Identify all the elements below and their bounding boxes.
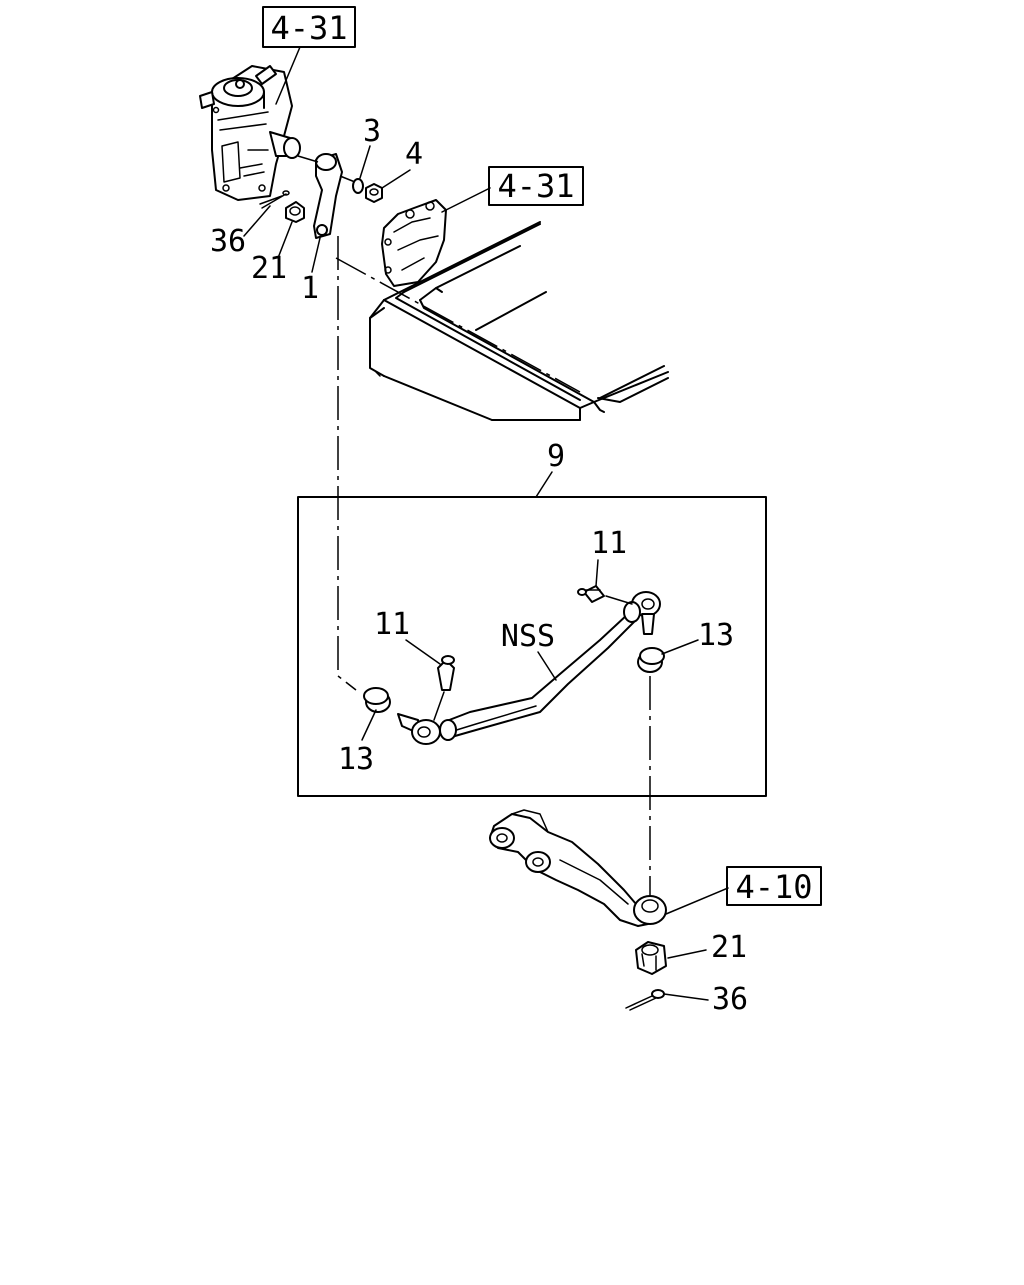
callout-1: 1 [301,271,319,306]
grease-nipple-right [577,585,605,603]
steering-gear-box [199,65,301,201]
callout-nss: NSS [501,619,555,654]
leader-21-bottom [667,949,707,959]
callout-36-top: 36 [210,224,246,259]
ref-box-arm[interactable]: 4-10 [726,866,822,906]
callout-21-bottom: 21 [711,930,747,965]
castle-nut-bottom [635,941,667,975]
ref-label-arm: 4-10 [735,868,812,906]
callout-21-top: 21 [251,251,287,286]
leader-36-top [243,205,271,237]
leader-3 [359,145,371,179]
callout-11-right: 11 [591,526,627,561]
leader-21-top [277,221,293,259]
pitman-arm [313,153,343,239]
callout-36-bottom: 36 [712,982,748,1017]
cotter-pin-top [259,190,290,209]
castle-nut-top [285,201,305,223]
ball-joint-right [623,591,661,635]
grease-nipple-left [437,655,455,691]
leader-36-bottom [663,993,709,1001]
callout-3: 3 [363,114,381,149]
cotter-pin-bottom [625,989,665,1011]
callout-13-right: 13 [698,618,734,653]
ref-label-bracket: 4-31 [497,167,574,205]
leader-11-left [405,639,441,665]
leader-ref-arm [665,887,729,915]
leader-nipple-left [433,691,445,721]
nut-4 [365,183,383,203]
dust-boot-right [637,647,665,673]
leader-4 [381,169,411,189]
ref-label-top: 4-31 [270,9,347,47]
dust-boot-left [363,687,391,713]
mounting-bracket [381,199,447,287]
ref-box-top[interactable]: 4-31 [262,6,356,48]
centerline-left [337,236,357,691]
callout-11-left: 11 [374,607,410,642]
leader-ref-top [275,46,301,105]
ref-box-bracket[interactable]: 4-31 [488,166,584,206]
leader-11-right [595,559,599,587]
callout-4: 4 [405,137,423,172]
leader-nipple-right [605,595,633,605]
callout-13-left: 13 [338,742,374,777]
leader-1 [311,237,321,273]
leader-9 [535,471,553,498]
axis-line-shaft [297,155,319,163]
callout-9: 9 [547,439,565,474]
knuckle-arm [489,809,667,927]
leader-ref-bracket [441,187,491,213]
vehicle-frame [335,221,669,421]
washer-3 [352,178,364,194]
leader-nss [537,651,557,681]
leader-13-right [661,639,699,655]
leader-13-left [361,709,377,741]
ball-joint-left [397,713,457,745]
assembly-box-9 [297,496,767,797]
